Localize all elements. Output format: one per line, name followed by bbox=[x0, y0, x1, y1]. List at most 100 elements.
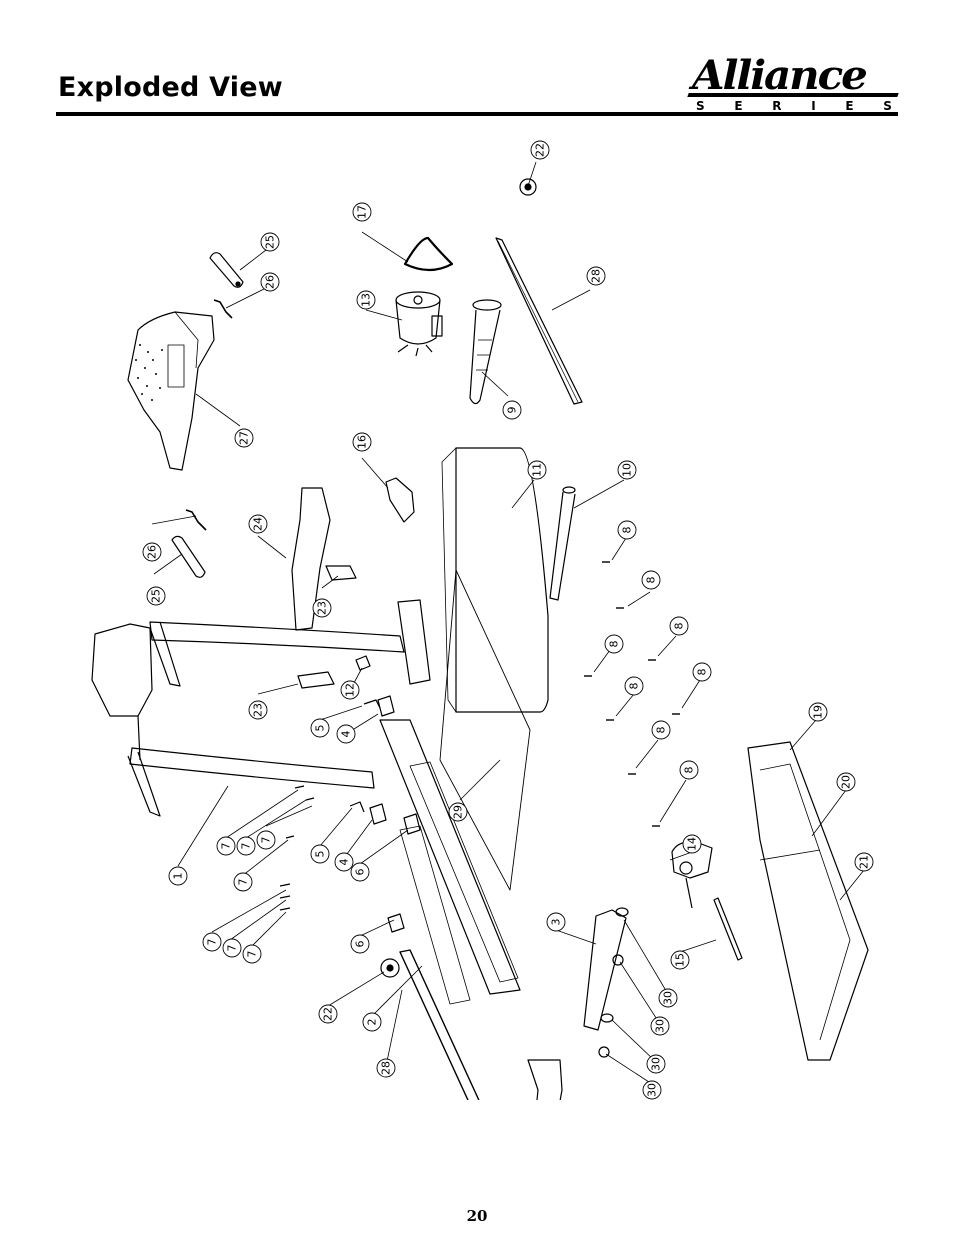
callout-bubble bbox=[669, 616, 689, 636]
callout-8: 8 bbox=[617, 520, 637, 540]
callout-bubble bbox=[340, 680, 360, 700]
callout-7: 7 bbox=[222, 938, 242, 958]
callout-12: 12 bbox=[340, 680, 360, 700]
callout-7: 7 bbox=[256, 830, 276, 850]
feet-30 bbox=[598, 907, 629, 1058]
callout-number: 27 bbox=[238, 431, 251, 445]
callout-22: 22 bbox=[318, 1004, 338, 1024]
callout-bubble bbox=[448, 802, 468, 822]
callout-26: 26 bbox=[142, 542, 162, 562]
callout-number: 6 bbox=[354, 941, 367, 948]
callout-number: 7 bbox=[206, 939, 219, 946]
main-frame-1 bbox=[91, 621, 405, 817]
logo-series-letters: S E R I E S bbox=[696, 99, 892, 113]
grip-25-mid bbox=[171, 535, 206, 578]
base-frame-2 bbox=[379, 599, 521, 1005]
callout-bubble bbox=[256, 830, 276, 850]
callout-21: 21 bbox=[854, 852, 874, 872]
callout-23: 23 bbox=[248, 700, 268, 720]
series-letter: E bbox=[734, 99, 743, 113]
deck-29 bbox=[439, 569, 531, 891]
callout-number: 4 bbox=[338, 859, 351, 866]
callout-number: 5 bbox=[314, 725, 327, 732]
callout-bubble bbox=[617, 520, 637, 540]
callout-22: 22 bbox=[530, 140, 550, 160]
callout-number: 8 bbox=[696, 669, 709, 676]
callout-number: 4 bbox=[340, 731, 353, 738]
callout-2: 2 bbox=[362, 1012, 382, 1032]
callout-bubble bbox=[334, 852, 354, 872]
callout-bubble bbox=[146, 586, 166, 606]
pulley-22-top bbox=[519, 178, 537, 196]
callout-number: 16 bbox=[356, 435, 369, 449]
callout-bubble bbox=[617, 460, 637, 480]
callout-number: 8 bbox=[683, 767, 696, 774]
callout-bubble bbox=[318, 1004, 338, 1024]
header-rule bbox=[56, 112, 898, 116]
rear-roller-10 bbox=[549, 486, 576, 601]
callout-number: 10 bbox=[621, 463, 634, 477]
callout-bubble bbox=[586, 266, 606, 286]
callout-number: 7 bbox=[220, 843, 233, 850]
callout-number: 30 bbox=[654, 1019, 667, 1033]
deck-11 bbox=[455, 447, 549, 713]
callout-number: 30 bbox=[662, 991, 675, 1005]
series-letter: R bbox=[772, 99, 782, 113]
callout-7: 7 bbox=[242, 944, 262, 964]
callout-7: 7 bbox=[216, 836, 236, 856]
callout-number: 30 bbox=[650, 1057, 663, 1071]
callout-9: 9 bbox=[502, 400, 522, 420]
callout-number: 17 bbox=[356, 205, 369, 219]
callout-28: 28 bbox=[586, 266, 606, 286]
callout-number: 22 bbox=[322, 1007, 335, 1021]
callout-bubble bbox=[356, 290, 376, 310]
callout-bubble bbox=[527, 460, 547, 480]
callout-bubble bbox=[692, 662, 712, 682]
callout-bubble bbox=[352, 432, 372, 452]
pulley-22-lower bbox=[380, 958, 400, 978]
callout-7: 7 bbox=[202, 932, 222, 952]
front-roller-9 bbox=[469, 299, 502, 405]
callout-bubble bbox=[216, 836, 236, 856]
callout-number: 28 bbox=[590, 269, 603, 283]
callout-number: 7 bbox=[240, 843, 253, 850]
series-letter: I bbox=[811, 99, 816, 113]
callout-8: 8 bbox=[624, 676, 644, 696]
clip-26-top bbox=[213, 299, 233, 319]
callout-bubble bbox=[836, 772, 856, 792]
callout-number: 5 bbox=[314, 851, 327, 858]
callout-30: 30 bbox=[642, 1080, 662, 1100]
callout-8: 8 bbox=[669, 616, 689, 636]
callout-30: 30 bbox=[650, 1016, 670, 1036]
callout-bubble bbox=[624, 676, 644, 696]
console-27 bbox=[127, 311, 215, 471]
callout-number: 8 bbox=[628, 683, 641, 690]
logo-wordmark: Alliance bbox=[692, 52, 868, 99]
callout-25: 25 bbox=[146, 586, 166, 606]
callout-number: 22 bbox=[534, 143, 547, 157]
callout-number: 11 bbox=[531, 463, 544, 477]
callout-number: 13 bbox=[360, 293, 373, 307]
callout-number: 7 bbox=[226, 945, 239, 952]
callout-11: 11 bbox=[527, 460, 547, 480]
callout-bubble bbox=[651, 720, 671, 740]
callout-25: 25 bbox=[260, 232, 280, 252]
callout-bubble bbox=[854, 852, 874, 872]
callout-4: 4 bbox=[336, 724, 356, 744]
callout-number: 25 bbox=[264, 235, 277, 249]
callout-bubble bbox=[641, 570, 661, 590]
hinge-12 bbox=[355, 655, 371, 671]
callout-7: 7 bbox=[236, 836, 256, 856]
callout-27: 27 bbox=[234, 428, 254, 448]
callout-bubble bbox=[376, 1058, 396, 1078]
callout-bubble bbox=[604, 634, 624, 654]
callout-3: 3 bbox=[546, 912, 566, 932]
callout-number: 7 bbox=[260, 837, 273, 844]
callout-bubble bbox=[236, 836, 256, 856]
callout-bubble bbox=[234, 428, 254, 448]
callout-bubble bbox=[352, 202, 372, 222]
axle-15 bbox=[713, 897, 743, 961]
leader-lines bbox=[151, 161, 865, 1085]
callout-bubble bbox=[658, 988, 678, 1008]
callout-number: 25 bbox=[150, 589, 163, 603]
